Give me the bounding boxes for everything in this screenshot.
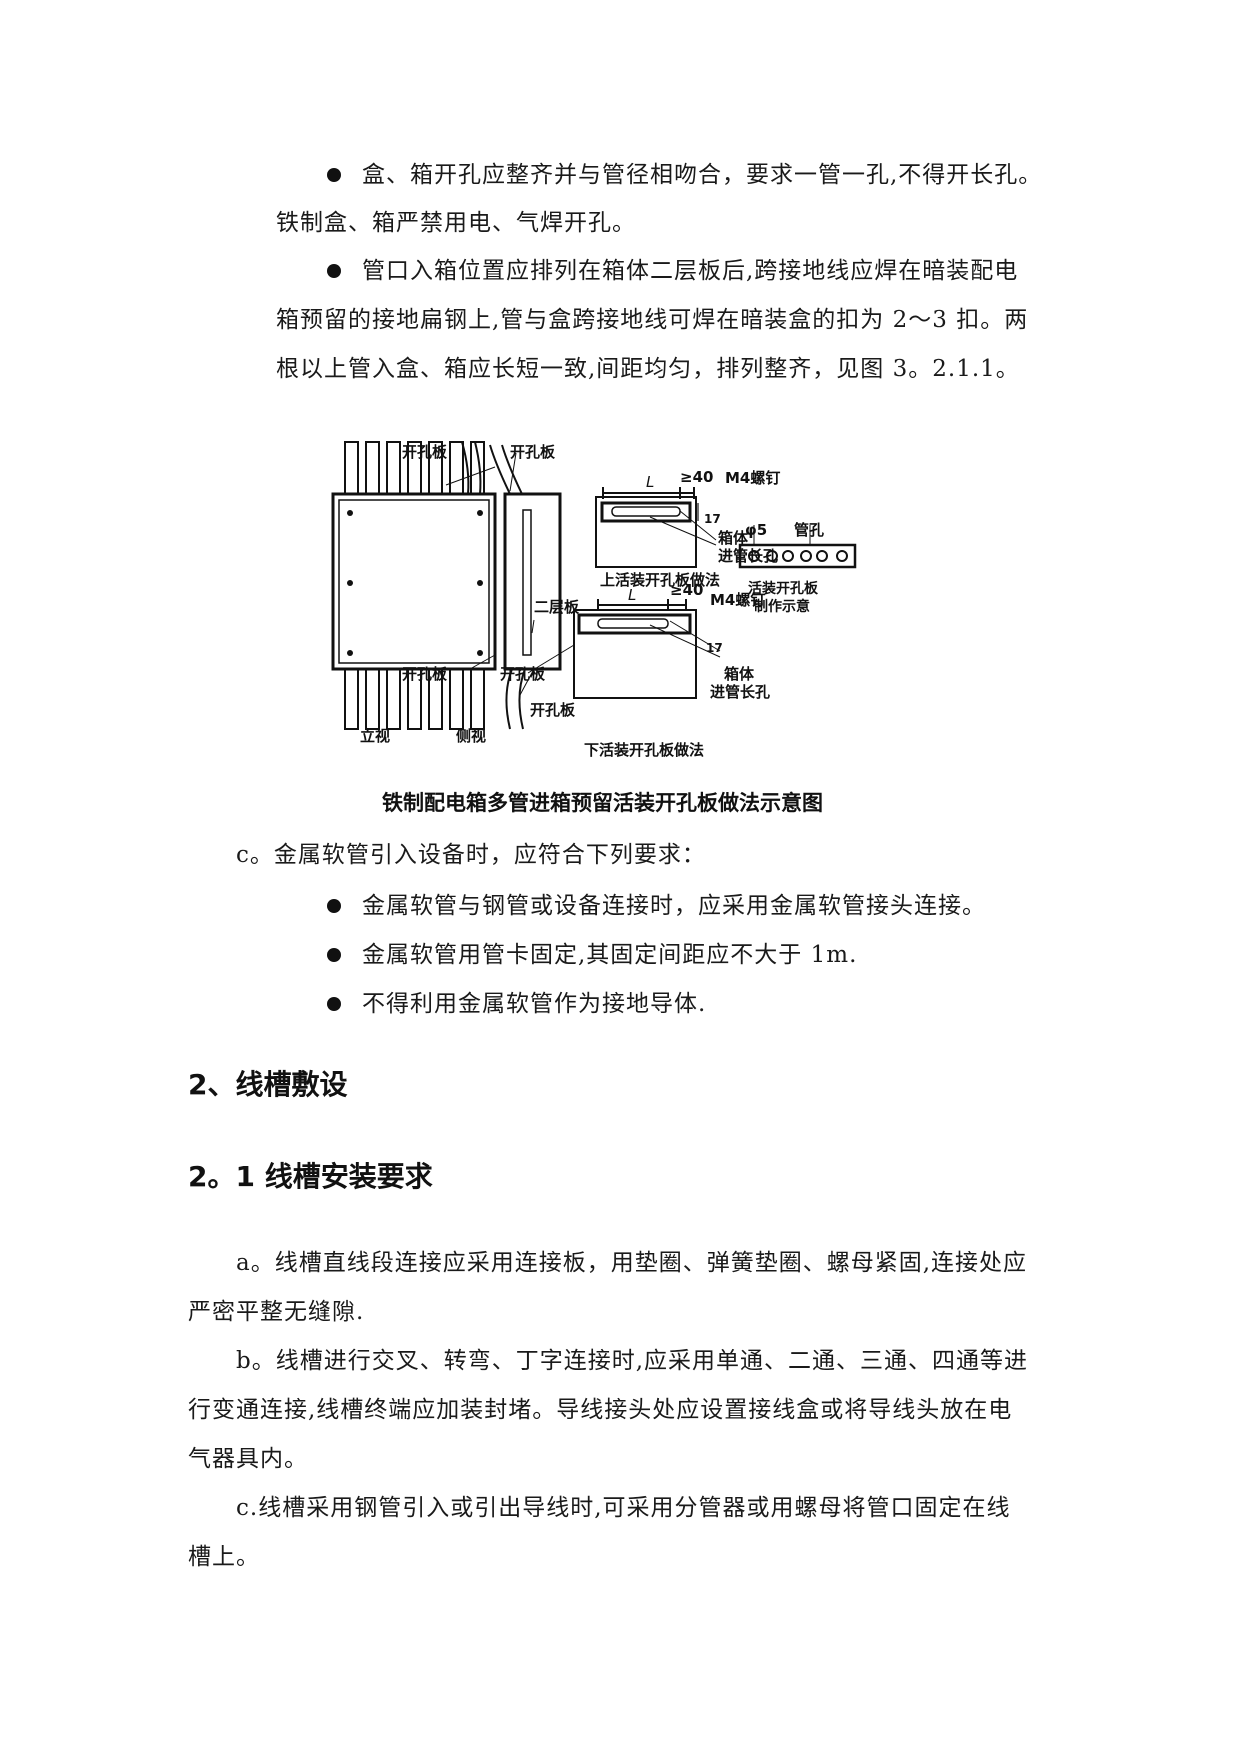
paragraph-text: 严密平整无缝隙. [188, 1299, 365, 1325]
paragraph-text: 铁制盒、箱严禁用电、气焊开孔。 [276, 210, 636, 236]
paragraph-text: c.线槽采用钢管引入或引出导线时,可采用分管器或用螺母将管口固定在线 [236, 1495, 1011, 1521]
list-item: 金属软管与钢管或设备连接时，应采用金属软管接头连接。 [362, 893, 986, 919]
lower-box [573, 609, 697, 699]
list-item: 金属软管用管卡固定,其固定间距应不大于 1m. [362, 942, 858, 968]
section-heading: 2、线槽敷设 [188, 1068, 348, 1101]
label-L-lower: L [628, 586, 636, 604]
figure-caption: 铁制配电箱多管进箱预留活装开孔板做法示意图 [382, 791, 823, 815]
label-box-lower: 箱体 [724, 665, 755, 683]
paragraph-text: 箱预留的接地扁钢上,管与盒跨接地线可焊在暗装盒的扣为 2～3 扣。两 [276, 307, 1029, 333]
label-plate-1: 活装开孔板 [748, 580, 819, 597]
label-kaikongban-top: 开孔板 [402, 443, 448, 461]
bullet-point [327, 264, 341, 278]
label-phi5: φ5 [745, 521, 767, 539]
paragraph-text: 行变通连接,线槽终端应加装封堵。导线接头处应设置接线盒或将导线头放在电 [188, 1397, 1013, 1423]
paragraph-text: 管口入箱位置应排列在箱体二层板后,跨接地线应焊在暗装配电 [362, 258, 1019, 284]
subsection-heading: 2。1 线槽安装要求 [188, 1160, 433, 1193]
label-17-upper: 17 [704, 512, 721, 526]
label-17-lower: 17 [706, 641, 723, 655]
paragraph-text: 槽上。 [188, 1544, 260, 1570]
label-ge40-upper: ≥40 [680, 468, 713, 486]
list-item: 不得利用金属软管作为接地导体. [362, 991, 707, 1017]
label-second-board: 二层板 [534, 598, 580, 616]
side-pipe-top [461, 441, 482, 495]
lower-slot-plate [577, 613, 692, 635]
label-kaikongban-bottom: 开孔板 [402, 665, 448, 683]
label-m4-lower: M4螺钉 [710, 591, 765, 609]
label-slot-upper: 进管长孔 [718, 547, 778, 565]
bullet-point [327, 948, 341, 962]
paragraph-text: 根以上管入盒、箱应长短一致,间距均匀，排列整齐，见图 3。2.1.1。 [276, 356, 1020, 382]
side-second-board [522, 509, 532, 656]
distribution-box-diagram: 开孔板 开孔板 开孔板 开孔板 二层板 立视 侧视 L ≥40 M4螺钉 17 … [331, 441, 857, 759]
upper-slot-plate [600, 501, 692, 523]
pipes-bottom [344, 668, 485, 730]
label-L-upper: L [646, 473, 654, 491]
label-pipe-hole: 管孔 [794, 521, 824, 539]
upper-box [595, 496, 697, 568]
label-side-view: 侧视 [456, 727, 486, 745]
label-kaikongban-side: 开孔板 [510, 443, 556, 461]
label-kaikongban-side-bottom: 开孔板 [500, 665, 546, 683]
section-c-intro: c。金属软管引入设备时，应符合下列要求： [236, 842, 706, 868]
side-box [503, 492, 562, 671]
label-m4-upper: M4螺钉 [725, 469, 780, 487]
bullet-point [327, 168, 341, 182]
paragraph-text: 盒、箱开孔应整齐并与管径相吻合，要求一管一孔,不得开长孔。 [362, 162, 1043, 188]
label-ge40-lower: ≥40 [670, 581, 703, 599]
front-box-outer [331, 492, 497, 671]
label-slot-lower: 进管长孔 [710, 683, 770, 701]
label-box-upper: 箱体 [718, 529, 749, 547]
label-upper-method: 上活装开孔板做法 [600, 571, 720, 589]
label-plate-2: 制作示意 [754, 598, 810, 615]
bullet-point [327, 899, 341, 913]
label-front-view: 立视 [360, 727, 390, 745]
paragraph-text: a。线槽直线段连接应采用连接板，用垫圈、弹簧垫圈、螺母紧固,连接处应 [236, 1250, 1028, 1276]
paragraph-text: b。线槽进行交叉、转弯、丁字连接时,应采用单通、二通、三通、四通等进 [236, 1348, 1029, 1374]
label-kaikongban-lower: 开孔板 [530, 701, 576, 719]
paragraph-text: 气器具内。 [188, 1446, 308, 1472]
bullet-point [327, 997, 341, 1011]
side-pipe-bottom [505, 668, 526, 730]
front-box-inner [338, 499, 490, 664]
plate-illustration [738, 543, 857, 569]
label-lower-method: 下活装开孔板做法 [584, 741, 704, 759]
